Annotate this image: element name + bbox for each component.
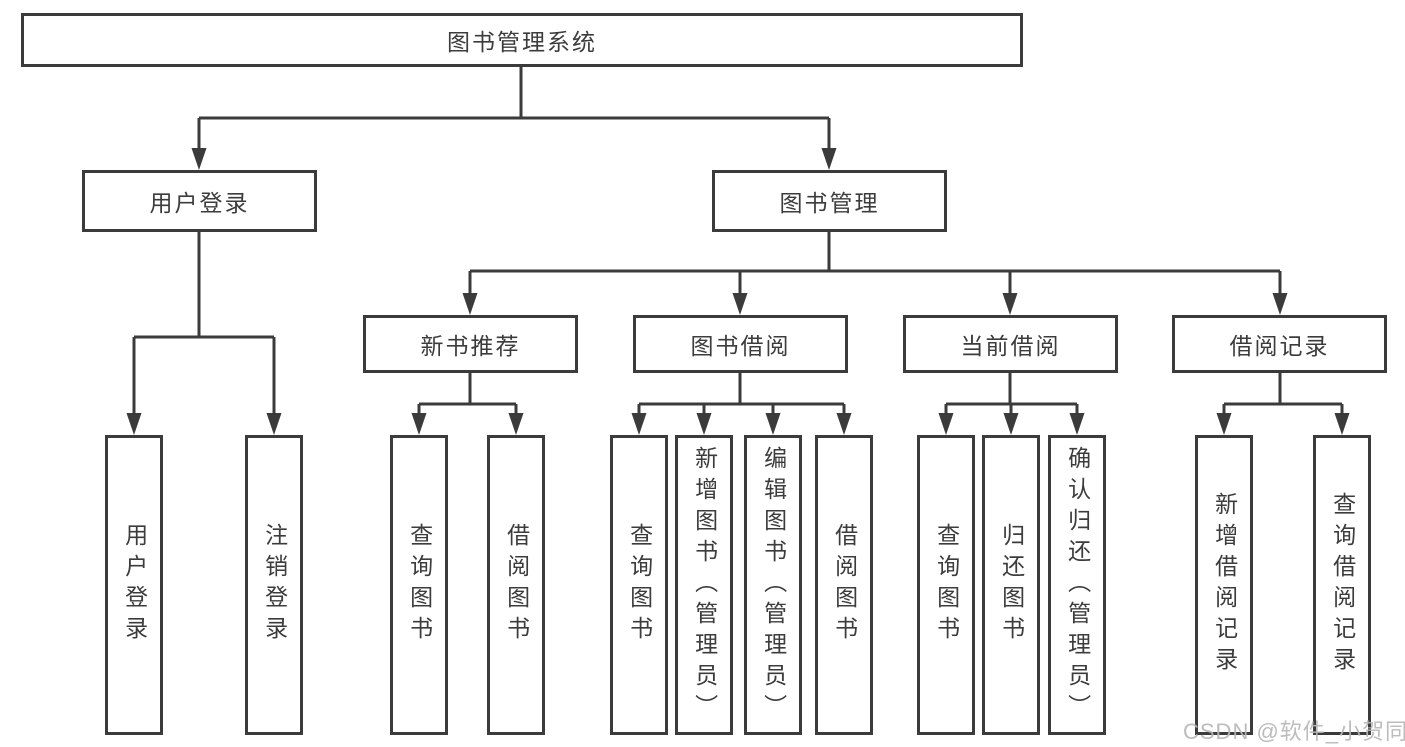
- leaf-logout: 注销登录: [245, 435, 303, 735]
- connector-new-book-recommend-to-leaves: [417, 373, 518, 416]
- leaf-borrow-books-recommend: 借阅图书: [487, 435, 545, 735]
- node-user-login: 用户登录: [82, 170, 317, 232]
- leaf-borrow-books: 借阅图书: [815, 435, 873, 735]
- connector-root-to-level2: [197, 66, 831, 150]
- leaf-edit-books-admin: 编辑图书（管理员）: [744, 435, 802, 735]
- leaf-user-login: 用户登录: [105, 435, 163, 735]
- leaf-label: 注销登录: [261, 523, 288, 647]
- arrowheads: [126, 148, 1350, 435]
- leaf-label: 借阅图书: [831, 523, 858, 647]
- node-current-borrow: 当前借阅: [903, 315, 1118, 373]
- leaf-query-books-borrow: 查询图书: [610, 435, 668, 735]
- connector-current-borrow-to-leaves: [944, 373, 1079, 416]
- leaf-query-books-recommend: 查询图书: [390, 435, 448, 735]
- leaf-label: 查询借阅记录: [1329, 492, 1356, 678]
- connector-book-management-to-level3: [468, 232, 1282, 296]
- leaf-label: 用户登录: [121, 523, 148, 647]
- leaf-label: 借阅图书: [503, 523, 530, 647]
- leaf-label: 新增借阅记录: [1211, 492, 1238, 678]
- leaf-return-books: 归还图书: [982, 435, 1040, 735]
- leaf-label: 编辑图书（管理员）: [760, 445, 787, 725]
- node-book-management: 图书管理: [712, 170, 947, 232]
- connector-book-borrow-to-leaves: [637, 373, 846, 416]
- leaf-label: 查询图书: [933, 523, 960, 647]
- leaf-label: 确认归还（管理员）: [1064, 445, 1091, 725]
- connector-user-login-to-leaves: [132, 232, 276, 416]
- node-book-borrow: 图书借阅: [633, 315, 848, 373]
- node-system-root: 图书管理系统: [21, 13, 1023, 67]
- csdn-watermark: CSDN @软件_小贺同学: [1183, 719, 1405, 744]
- leaf-add-borrow-record: 新增借阅记录: [1195, 435, 1253, 735]
- leaf-confirm-return-admin: 确认归还（管理员）: [1048, 435, 1106, 735]
- node-new-book-recommend: 新书推荐: [363, 315, 578, 373]
- leaf-label: 查询图书: [626, 523, 653, 647]
- leaf-label: 新增图书（管理员）: [691, 445, 718, 725]
- leaf-label: 归还图书: [998, 523, 1025, 647]
- leaf-label: 查询图书: [406, 523, 433, 647]
- connector-borrow-records-to-leaves: [1222, 373, 1344, 416]
- leaf-add-books-admin: 新增图书（管理员）: [675, 435, 733, 735]
- leaf-query-books-current: 查询图书: [917, 435, 975, 735]
- node-borrow-records: 借阅记录: [1172, 315, 1387, 373]
- leaf-query-borrow-record: 查询借阅记录: [1313, 435, 1371, 735]
